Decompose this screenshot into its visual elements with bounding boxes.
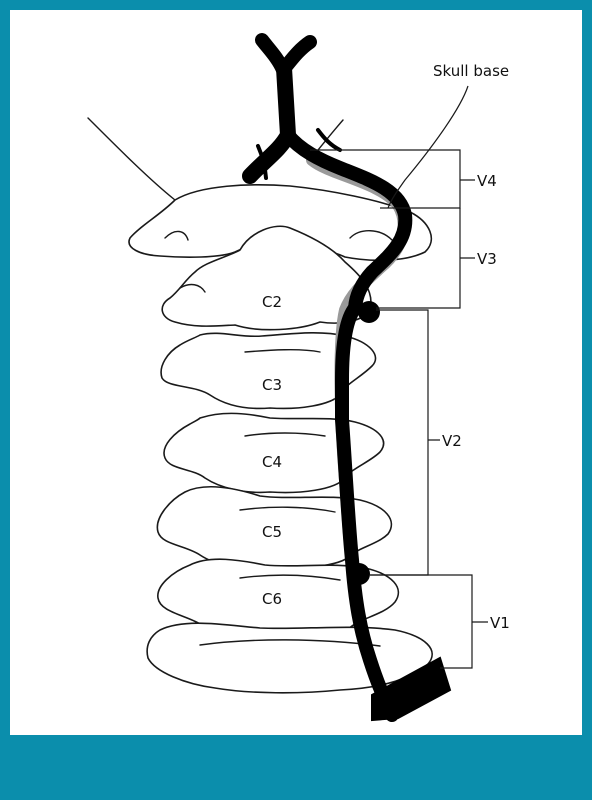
label-v3: V3 [477, 250, 497, 268]
skull-base-pointer [388, 86, 468, 208]
c6-entry-marker [348, 563, 370, 585]
label-skull-base: Skull base [433, 62, 509, 80]
vertebra-c7 [147, 623, 432, 693]
label-c4: C4 [262, 453, 282, 471]
label-v1: V1 [490, 614, 510, 632]
c2-entry-marker [358, 301, 380, 323]
label-c2: C2 [262, 293, 282, 311]
skull-outline [88, 118, 175, 200]
label-c6: C6 [262, 590, 282, 608]
label-v4: V4 [477, 172, 497, 190]
label-v2: V2 [442, 432, 462, 450]
label-c5: C5 [262, 523, 282, 541]
label-c3: C3 [262, 376, 282, 394]
artery-basilar [250, 68, 288, 176]
